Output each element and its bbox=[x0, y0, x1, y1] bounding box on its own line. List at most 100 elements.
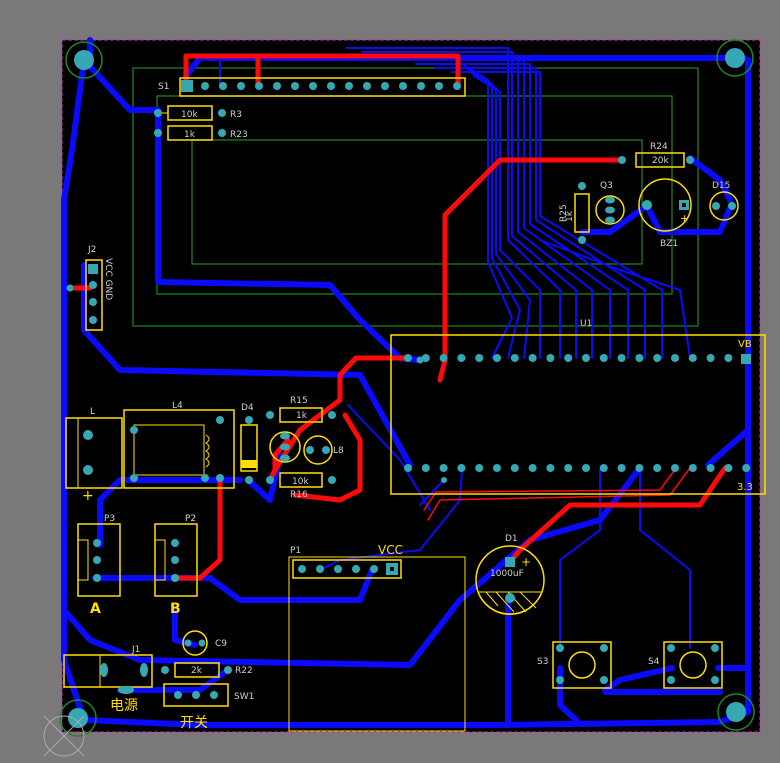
mcu-pad bbox=[475, 464, 484, 472]
mounting-holes bbox=[59, 39, 755, 737]
mcu-pad bbox=[404, 464, 412, 472]
capacitor-d1: 1000uF D1 + bbox=[475, 534, 545, 616]
mcu-pad bbox=[582, 354, 590, 362]
resistor-r15: 1k R15 bbox=[266, 396, 336, 423]
c9-label: C9 bbox=[215, 639, 227, 649]
vias bbox=[66, 284, 447, 483]
p1-label: P1 bbox=[290, 546, 301, 556]
header-pad bbox=[237, 82, 245, 90]
d1-label: D1 bbox=[505, 534, 518, 544]
button-s4: S4 bbox=[648, 641, 723, 689]
j2-pin-labels: VCC GND bbox=[103, 258, 113, 300]
l-label: L bbox=[90, 407, 95, 417]
r24-label: R24 bbox=[650, 142, 668, 152]
r16-value: 10k bbox=[292, 477, 309, 487]
header-pad bbox=[399, 82, 407, 90]
j1-label: J1 bbox=[131, 645, 140, 655]
buzzer-bz1: + BZ1 bbox=[638, 178, 692, 249]
r16-label: R16 bbox=[290, 490, 308, 500]
transistor-q3: Q3 bbox=[595, 181, 625, 225]
connector-p3: P3 A bbox=[77, 514, 121, 617]
sw1-label: SW1 bbox=[234, 692, 254, 702]
switch-sw1: SW1 开关 bbox=[163, 683, 254, 731]
diode-d4: D4 bbox=[240, 403, 258, 484]
mcu-pad bbox=[439, 354, 448, 362]
header-pad bbox=[345, 82, 353, 90]
bz1-plus: + bbox=[680, 212, 689, 225]
header-pad bbox=[363, 82, 371, 90]
l8-label: L8 bbox=[333, 446, 344, 456]
r25-label: R25 bbox=[559, 204, 569, 222]
transistor-q-relay bbox=[269, 431, 301, 463]
p3-a-label: A bbox=[90, 601, 101, 617]
header-pad bbox=[309, 82, 317, 90]
mcu-pad bbox=[564, 354, 573, 362]
s3-label: S3 bbox=[537, 657, 548, 667]
mcu-pad bbox=[475, 354, 484, 362]
mcu-pad bbox=[617, 354, 626, 362]
connector-p2: P2 B bbox=[154, 514, 198, 617]
mcu-pad bbox=[706, 464, 715, 472]
mcu-pad bbox=[457, 354, 466, 362]
origin-marker bbox=[43, 715, 85, 757]
mcu-pad bbox=[457, 464, 466, 472]
s4-label: S4 bbox=[648, 657, 660, 667]
mcu-pad bbox=[671, 354, 679, 362]
mcu-pad bbox=[742, 464, 751, 472]
power-label: 电源 bbox=[110, 698, 138, 714]
switch-label: 开关 bbox=[180, 715, 208, 731]
header-pad bbox=[255, 82, 263, 90]
r23-label: R23 bbox=[230, 130, 248, 140]
header-pad bbox=[273, 82, 281, 90]
r22-label: R22 bbox=[235, 666, 253, 676]
dc-jack-j1: J1 电源 bbox=[63, 645, 153, 714]
mcu-pad bbox=[635, 464, 644, 472]
mcu-pad bbox=[510, 464, 519, 472]
p2-b-label: B bbox=[170, 601, 181, 617]
mcu-pad bbox=[599, 354, 608, 362]
mcu-pad bbox=[439, 464, 448, 472]
mcu-pad bbox=[724, 464, 733, 472]
mcu-pad bbox=[635, 354, 644, 362]
mcu-pad bbox=[528, 354, 537, 362]
resistor-r24: 20k R24 bbox=[618, 142, 694, 168]
mcu-pad bbox=[493, 354, 501, 362]
u1-label: U1 bbox=[580, 319, 592, 329]
mcu-pad bbox=[421, 354, 430, 362]
mcu-pad bbox=[688, 464, 697, 472]
bz1-label: BZ1 bbox=[660, 239, 678, 249]
header-pad bbox=[291, 82, 299, 90]
mcu-pad bbox=[671, 464, 679, 472]
r25-value: 1k bbox=[565, 210, 575, 222]
header-pad bbox=[435, 82, 443, 90]
mcu-u1: U1 VB 3.3 bbox=[390, 319, 766, 495]
u1-33-label: 3.3 bbox=[737, 482, 753, 493]
mcu-pad bbox=[653, 464, 662, 472]
header-pad bbox=[417, 82, 425, 90]
mcu-pad bbox=[617, 464, 626, 472]
r15-label: R15 bbox=[290, 396, 308, 406]
mcu-pad bbox=[421, 464, 430, 472]
p2-label: P2 bbox=[185, 514, 196, 524]
header-pad bbox=[327, 82, 335, 90]
capacitor-c9: C9 bbox=[182, 630, 227, 656]
u1-vb-label: VB bbox=[738, 339, 752, 350]
r23-value: 1k bbox=[184, 130, 196, 140]
d4-label: D4 bbox=[241, 403, 254, 413]
relay-l4: L4 bbox=[123, 401, 235, 489]
mcu-pad bbox=[582, 464, 590, 472]
l4-label: L4 bbox=[172, 401, 183, 411]
header-pad bbox=[219, 82, 227, 90]
mcu-pad bbox=[404, 354, 412, 362]
resistor-r3: 10k R3 bbox=[154, 105, 242, 121]
header-pad bbox=[381, 82, 389, 90]
header-pad bbox=[453, 82, 461, 90]
resistor-r22: 2k R22 bbox=[161, 662, 253, 678]
top-traces bbox=[67, 53, 728, 581]
mcu-pad bbox=[546, 354, 555, 362]
led-d15: D15 bbox=[709, 181, 739, 221]
r15-value: 1k bbox=[296, 411, 308, 421]
d15-label: D15 bbox=[712, 181, 730, 191]
p3-label: P3 bbox=[104, 514, 115, 524]
header-pad bbox=[201, 82, 209, 90]
